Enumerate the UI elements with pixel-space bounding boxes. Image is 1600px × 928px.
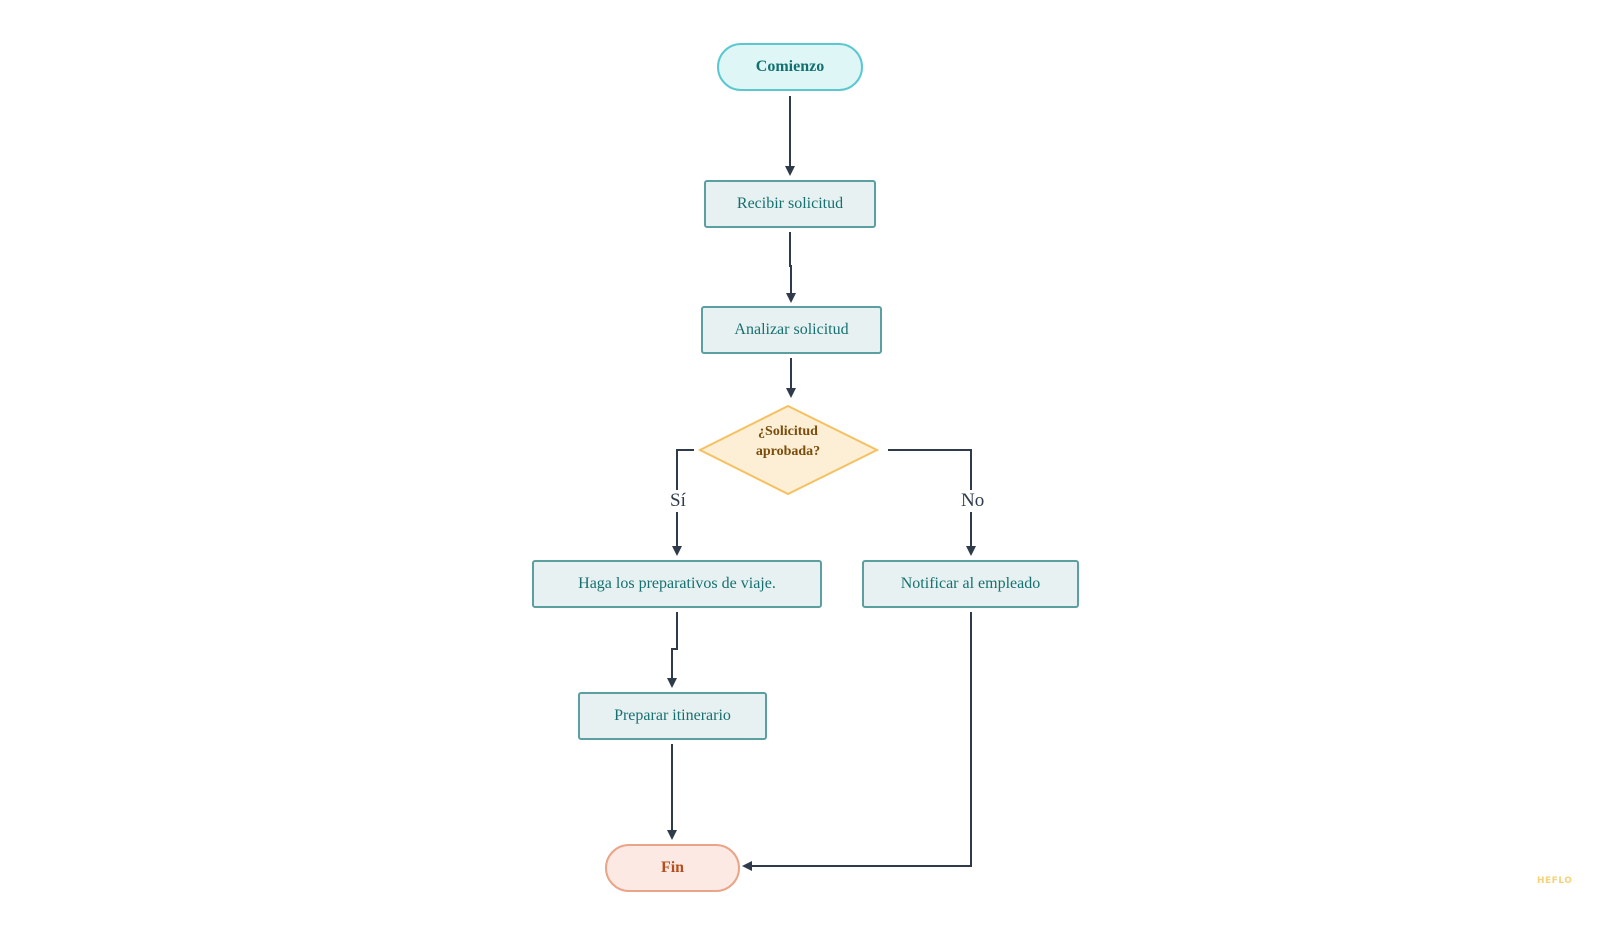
connector-decision-yes	[672, 449, 694, 556]
travel-preparations-node[interactable]: Haga los preparativos de viaje.	[532, 560, 822, 608]
connector-travel-to-itinerary	[667, 612, 678, 688]
travel-preparations-label: Haga los preparativos de viaje.	[578, 575, 776, 592]
heflo-logo-text: HEFLO	[1537, 876, 1573, 886]
connector-decision-no	[888, 449, 976, 556]
receive-request-label: Recibir solicitud	[736, 195, 844, 212]
start-node[interactable]: Comienzo	[717, 43, 863, 91]
prepare-itinerary-label: Preparar itinerario	[614, 707, 731, 724]
analyze-request-label: Analizar solicitud	[734, 321, 849, 338]
receive-request-node[interactable]: Recibir solicitud	[704, 180, 876, 228]
notify-employee-label: Notificar al empleado	[900, 575, 1041, 592]
prepare-itinerary-node[interactable]: Preparar itinerario	[578, 692, 767, 740]
heflo-logo: HEFLO	[1537, 876, 1575, 892]
decision-label-line2: aprobada?	[755, 444, 821, 459]
yes-edge-label: Sí	[668, 490, 688, 512]
decision-label: ¿Solicitud aprobada?	[700, 422, 876, 462]
decision-diamond[interactable]	[697, 404, 880, 496]
notify-employee-node[interactable]: Notificar al empleado	[862, 560, 1079, 608]
connector-receive-to-analyze	[786, 232, 796, 303]
decision-label-line1: ¿Solicitud	[758, 424, 818, 439]
analyze-request-node[interactable]: Analizar solicitud	[701, 306, 882, 354]
start-label: Comienzo	[755, 58, 825, 75]
connector-notify-to-end	[742, 612, 972, 871]
end-label: Fin	[660, 859, 685, 876]
no-edge-label: No	[959, 490, 987, 512]
end-node[interactable]: Fin	[605, 844, 740, 892]
